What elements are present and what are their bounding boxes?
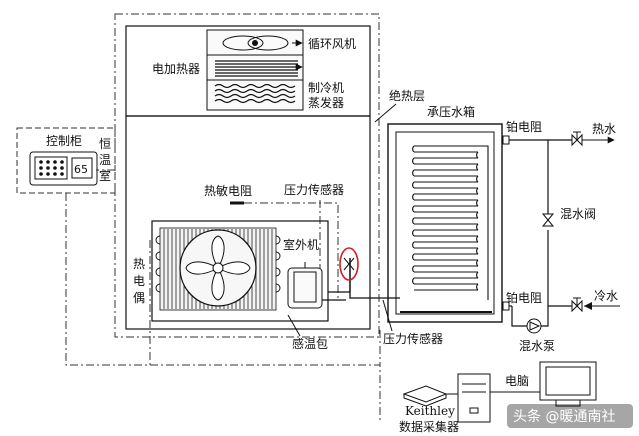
daq-device-icon <box>402 385 448 407</box>
pressure-sensor-top-label: 压力传感器 <box>284 182 344 197</box>
computer-label: 电脑 <box>505 374 529 388</box>
daq-brand-label: Keithley <box>405 404 455 418</box>
outdoor-unit-frame <box>151 220 329 322</box>
watermark-backdrop <box>507 404 633 428</box>
daq-label: 数据采集器 <box>399 419 459 434</box>
mixing-pump-icon <box>526 318 542 334</box>
expansion-valve-highlight <box>339 247 359 281</box>
controller-device: 65 <box>29 151 98 186</box>
hot-water-valve-icon <box>571 131 583 147</box>
controller-display-readout: 65 <box>74 163 88 176</box>
compressor-icon <box>287 262 323 309</box>
hot-water-label: 热水 <box>592 122 616 136</box>
pressure-tank-label: 承压水箱 <box>427 104 475 119</box>
evaporator-label: 蒸发器 <box>308 95 344 110</box>
thermistor-label: 热敏电阻 <box>204 183 252 198</box>
chamber-label-3: 室 <box>99 168 111 183</box>
electric-heater-coil-icon <box>215 60 298 77</box>
circulation-fan-icon <box>222 35 289 51</box>
signal-wires <box>65 169 381 420</box>
control-cabinet-label: 控制柜 <box>46 134 82 148</box>
mixing-valve-label: 混水阀 <box>560 207 596 221</box>
computer-monitor-icon <box>539 361 597 407</box>
outdoor-fan-icon <box>179 229 257 307</box>
computer-tower-icon <box>457 373 491 423</box>
outdoor-unit-coil-bends <box>155 235 281 293</box>
electric-heater-label: 电加热器 <box>152 62 200 76</box>
pt-resistor-bottom-label: 铂电阻 <box>506 290 542 305</box>
watermark-text: 头条 @暖通南社 <box>513 408 615 425</box>
tank-coil <box>412 145 489 300</box>
circulation-fan-label: 循环风机 <box>308 37 356 51</box>
pressure-tank-inner <box>395 131 495 315</box>
evaporator-coil-icon <box>214 83 296 104</box>
refrigerant-pipes <box>322 258 400 301</box>
pressure-sensor-bottom-label: 压力传感器 <box>383 331 443 346</box>
pressure-tank-outline <box>387 123 503 323</box>
outdoor-unit-label: 室外机 <box>283 237 319 252</box>
temp-bulb-label: 感温包 <box>292 336 328 351</box>
insulation-layer-label: 绝热层 <box>389 88 425 103</box>
cold-water-label: 冷水 <box>594 289 618 303</box>
refrigerator-label: 制冷机 <box>308 81 344 95</box>
chamber-label-1: 恒 <box>99 137 111 151</box>
cold-water-valve-icon <box>571 297 583 313</box>
thermocouple-label-3: 偶 <box>133 291 145 305</box>
chamber-lower-wall <box>125 115 371 330</box>
chamber-label-2: 温 <box>99 153 111 167</box>
mixing-valve-icon <box>541 213 555 227</box>
mixing-pump-label: 混水泵 <box>519 339 555 353</box>
thermocouple-label-2: 电 <box>133 274 145 288</box>
expansion-valve-icon <box>343 257 355 271</box>
thermocouple-label-1: 热 <box>133 257 145 271</box>
pt-resistor-top-label: 铂电阻 <box>506 119 542 134</box>
